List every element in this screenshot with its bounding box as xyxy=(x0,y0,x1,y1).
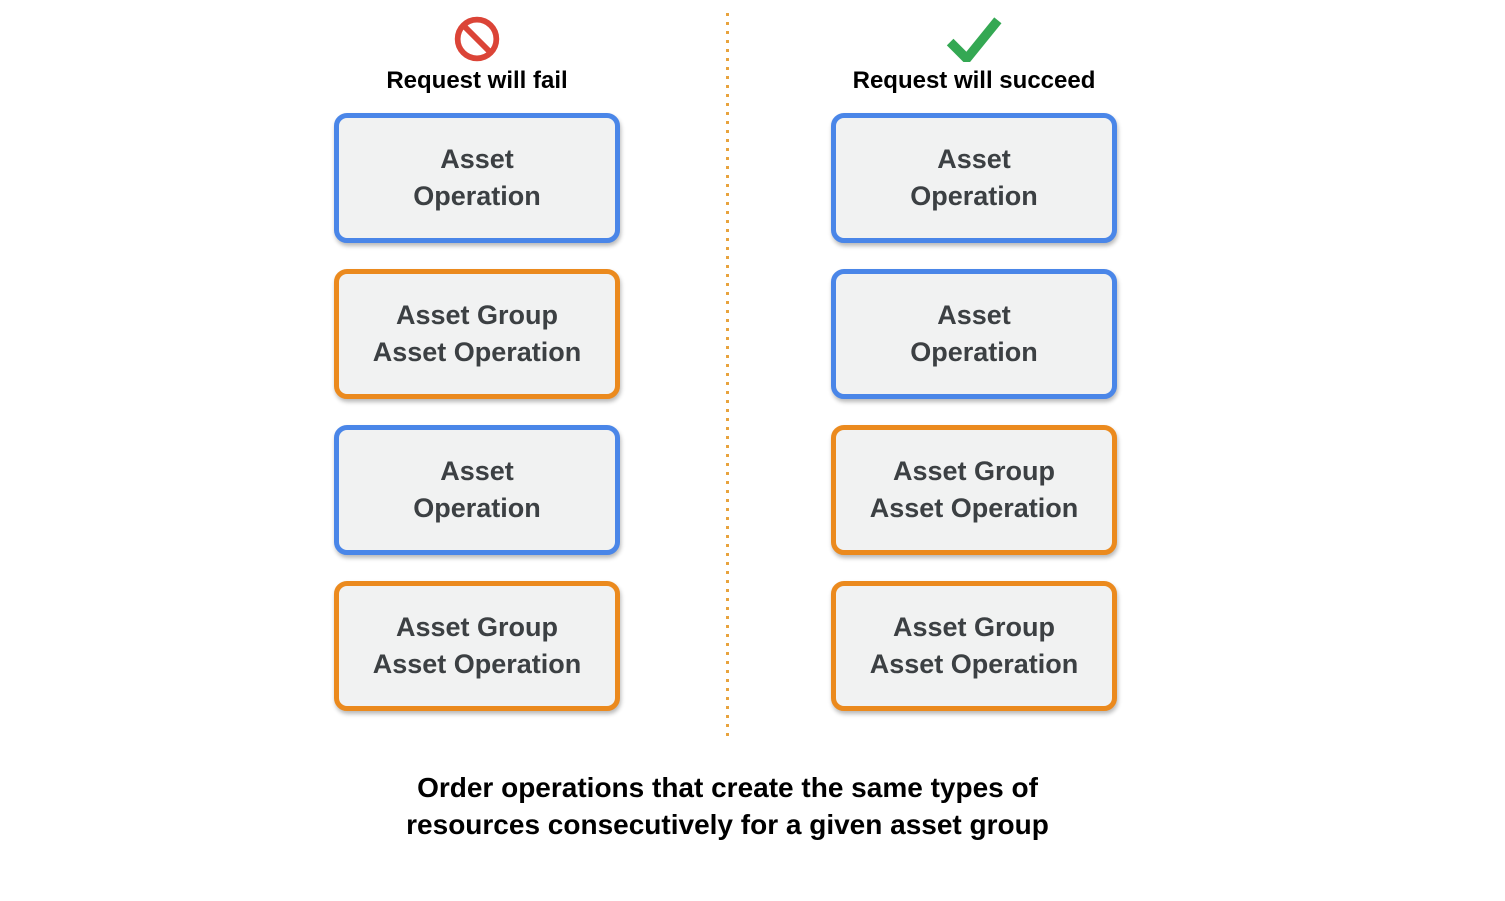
asset-group-asset-operation-box: Asset Group Asset Operation xyxy=(334,269,620,399)
asset-operation-box: Asset Operation xyxy=(334,425,620,555)
asset-group-asset-operation-box: Asset Group Asset Operation xyxy=(831,425,1117,555)
box-label-line: Asset Group xyxy=(892,456,1056,486)
fail-title: Request will fail xyxy=(386,67,568,94)
box-label-line: Asset Group xyxy=(395,612,559,642)
box-label-line: Asset xyxy=(937,300,1011,330)
box-label-line: Asset xyxy=(440,144,514,174)
asset-operation-box: Asset Operation xyxy=(831,269,1117,399)
caption-line-1: Order operations that create the same ty… xyxy=(417,772,1038,803)
box-label-line: Asset xyxy=(440,456,514,486)
box-label-line: Asset xyxy=(937,144,1011,174)
box-label-line: Operation xyxy=(413,181,541,211)
column-divider xyxy=(726,13,729,737)
caption: Order operations that create the same ty… xyxy=(0,769,1455,843)
box-label-line: Operation xyxy=(910,337,1038,367)
box-label-line: Asset Operation xyxy=(372,337,582,367)
asset-operation-box: Asset Operation xyxy=(831,113,1117,243)
box-label-line: Operation xyxy=(413,493,541,523)
succeed-column: Request will succeed Asset Operation Ass… xyxy=(831,14,1117,737)
box-label-line: Operation xyxy=(910,181,1038,211)
box-label-line: Asset Operation xyxy=(372,649,582,679)
asset-operation-box: Asset Operation xyxy=(334,113,620,243)
asset-group-asset-operation-box: Asset Group Asset Operation xyxy=(334,581,620,711)
succeed-title: Request will succeed xyxy=(852,67,1096,94)
asset-group-asset-operation-box: Asset Group Asset Operation xyxy=(831,581,1117,711)
checkmark-icon xyxy=(946,17,1002,62)
box-label-line: Asset Operation xyxy=(869,649,1079,679)
caption-line-2: resources consecutively for a given asse… xyxy=(406,809,1049,840)
fail-icon-wrap xyxy=(454,14,500,64)
no-entry-icon xyxy=(454,16,500,62)
fail-column: Request will fail Asset Operation Asset … xyxy=(334,14,620,737)
succeed-icon-wrap xyxy=(946,14,1002,64)
box-label-line: Asset Group xyxy=(892,612,1056,642)
box-label-line: Asset Operation xyxy=(869,493,1079,523)
box-label-line: Asset Group xyxy=(395,300,559,330)
